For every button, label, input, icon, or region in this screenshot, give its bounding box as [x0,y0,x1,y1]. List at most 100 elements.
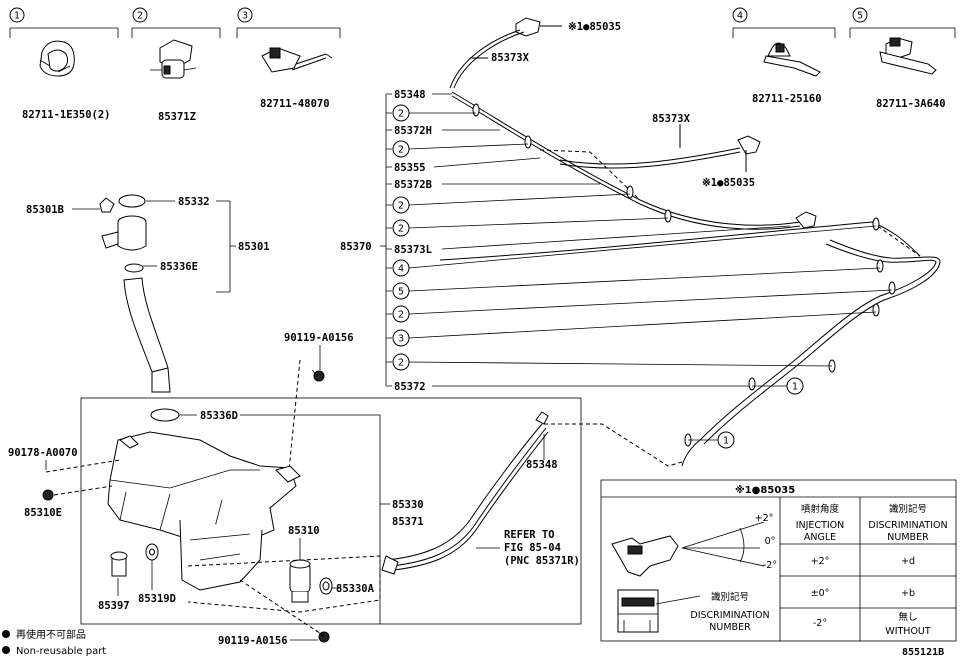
svg-text:2: 2 [137,11,143,22]
label-82711-1e350: 82711-1E350(2) [22,109,111,121]
legend-dot-jp [2,630,10,638]
top-callout-5: 5 [849,7,956,38]
label-85336e: 85336E [160,261,198,273]
svg-text:1: 1 [14,11,20,22]
hose-tree-bracket [380,93,392,387]
legend-en: Non-reusable part [16,646,106,657]
legend-dot-en [2,646,10,654]
label-nozzle-mid: ※1●85035 [702,177,755,189]
legend-jp: 再使用不可部品 [16,628,86,641]
nozzle-spray-drawing [611,521,765,577]
label-85332: 85332 [178,196,210,208]
svg-text:1: 1 [792,382,798,393]
label-85330: 85330 [392,499,424,511]
label-nozzle-top: ※1●85035 [568,21,621,33]
bolt-top-drawing [311,369,325,382]
figure-id: 855121B [902,647,944,658]
svg-text:1: 1 [723,436,729,447]
svg-text:4: 4 [737,11,743,22]
svg-text:2: 2 [398,358,404,369]
top-callout-3: 3 [236,7,341,38]
label-85330a: 85330A [336,583,375,595]
valve-85371z-drawing [150,39,197,79]
label-85371: 85371 [392,516,424,528]
refer-line-3: (PNC 85371R) [504,555,580,567]
part-85319d-drawing [145,543,159,561]
col-angle-jp: 噴射角度 [801,503,840,515]
discrimination-mark-drawing [617,589,659,633]
label-82711-48070: 82711-48070 [260,98,330,110]
row1-angle: +2° [811,556,830,567]
label-85372b: 85372B [394,179,432,191]
label-90178: 90178-A0070 [8,447,78,459]
label-85336d: 85336D [200,410,238,422]
angle-minus: -2° [763,560,777,571]
seal-85336d-drawing [150,408,180,422]
label-85348-low: 85348 [526,459,558,471]
hose-grommets [472,103,896,447]
top-callout-1: 1 [9,7,119,38]
label-85372h: 85372H [394,125,432,137]
injection-angle-table: ※1●85035 噴射角度 INJECTION ANGLE 識別記号 DISCR… [600,479,957,642]
svg-text:2: 2 [398,224,404,235]
part-85397-drawing [110,551,128,577]
label-85319d: 85319D [138,593,176,605]
svg-text:5: 5 [857,11,863,22]
svg-text:5: 5 [398,287,404,298]
row3-mark: 無し [898,611,917,623]
svg-text:3: 3 [398,334,404,345]
label-85373l: 85373L [394,244,432,256]
refer-line-2: FIG 85-04 [504,542,561,554]
label-85355: 85355 [394,162,426,174]
col-angle-en1: INJECTION [796,520,845,531]
label-85373x-b: 85373X [652,113,691,125]
row2-mark: +b [901,588,915,599]
disc-en1: DISCRIMINATION [690,610,769,621]
clip-82711-25160-drawing [763,42,821,77]
label-85348-top: 85348 [394,89,426,101]
row3-angle: -2° [813,618,827,629]
label-85310e: 85310E [24,507,62,519]
hose-85373x-top [449,29,521,89]
svg-text:2: 2 [398,145,404,156]
top-callout-4: 4 [732,7,836,38]
row1-mark: +d [901,556,915,567]
refer-line-1: REFER TO [504,529,555,541]
nut-85310e-drawing [42,489,54,501]
branch-callouts: 2 2 2 2 4 5 2 3 2 1 1 [392,104,893,449]
label-85372: 85372 [394,381,426,393]
grommet-85330a-drawing [319,577,333,595]
svg-text:4: 4 [398,264,404,275]
pump-85310-drawing [289,559,311,603]
table-title: ※1●85035 [735,484,795,496]
label-85373x-a: 85373X [491,52,530,64]
label-82711-25160: 82711-25160 [752,93,822,105]
label-82711-3a640: 82711-3A640 [876,98,946,110]
washer-tank-drawing [107,431,301,591]
col-disc-jp: 識別記号 [889,503,927,515]
label-85301b: 85301B [26,204,64,216]
label-90119-bottom: 90119-A0156 [218,635,288,647]
col-disc-en2: NUMBER [887,532,929,543]
nozzle-top-drawing [515,17,541,37]
disc-en2: NUMBER [709,622,751,633]
svg-text:2: 2 [398,201,404,212]
angle-plus: +2° [755,513,774,524]
label-85371z: 85371Z [158,111,196,123]
filler-inlet-drawing [99,194,171,393]
top-callout-2: 2 [131,7,221,38]
label-90119-top: 90119-A0156 [284,332,354,344]
svg-text:2: 2 [398,109,404,120]
bolt-bottom-drawing [315,629,330,643]
clamp-82711-1e350-drawing [39,40,75,77]
row2-angle: ±0° [811,588,830,599]
svg-text:3: 3 [242,11,248,22]
main-hose-upper [451,91,801,226]
label-85397: 85397 [98,600,130,612]
svg-text:2: 2 [398,310,404,321]
col-disc-en1: DISCRIMINATION [868,520,947,531]
clip-82711-3a640-drawing [879,37,937,75]
angle-zero: 0° [765,536,776,547]
label-85370: 85370 [340,241,372,253]
